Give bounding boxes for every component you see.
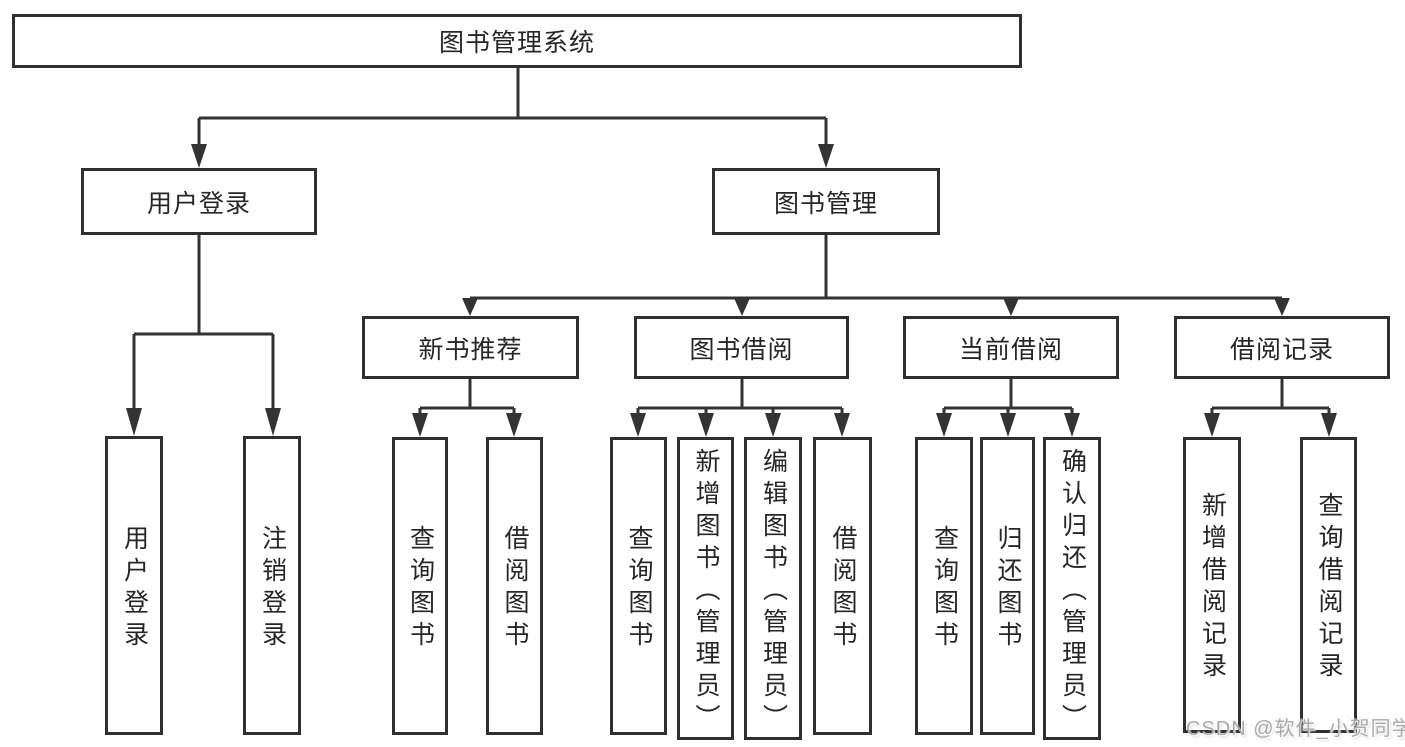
node-book-borrowing: 图书借阅	[634, 316, 849, 379]
node-new-book-recommendation: 新书推荐	[362, 316, 579, 379]
leaf-label: 查询图书	[930, 525, 959, 653]
csdn-watermark: CSDN @软件_小贺同学	[1186, 718, 1405, 740]
leaf-return-books: 归还图书	[980, 437, 1035, 735]
leaf-query-books-borrowing: 查询图书	[610, 437, 667, 735]
node-current-borrowing: 当前借阅	[903, 316, 1119, 379]
leaf-label: 查询借阅记录	[1315, 492, 1343, 684]
leaf-user-login: 用户登录	[105, 436, 163, 735]
node-library-management-system: 图书管理系统	[12, 14, 1022, 68]
leaf-label: 归还图书	[994, 525, 1022, 653]
leaf-query-books-current: 查询图书	[915, 437, 973, 735]
leaf-borrow-books-recommend: 借阅图书	[486, 437, 543, 735]
leaf-label: 借阅图书	[501, 525, 529, 653]
leaf-label: 查询图书	[406, 525, 435, 653]
leaf-label: 编辑图书（管理员）	[759, 447, 788, 736]
leaf-label: 确认归还（管理员）	[1058, 447, 1087, 736]
leaf-label: 注销登录	[258, 524, 287, 653]
leaf-label: 用户登录	[120, 524, 149, 653]
node-user-login: 用户登录	[81, 168, 317, 235]
leaf-label: 借阅图书	[829, 525, 857, 653]
leaf-logout: 注销登录	[243, 436, 301, 735]
leaf-query-books-recommend: 查询图书	[392, 437, 448, 735]
leaf-edit-book-admin: 编辑图书（管理员）	[744, 437, 802, 740]
leaf-confirm-return-admin: 确认归还（管理员）	[1043, 437, 1101, 740]
leaf-query-borrow-record: 查询借阅记录	[1300, 437, 1357, 733]
leaf-add-book-admin: 新增图书（管理员）	[677, 437, 734, 740]
leaf-add-borrow-record: 新增借阅记录	[1183, 437, 1241, 733]
leaf-borrow-books-borrowing: 借阅图书	[813, 437, 872, 735]
node-borrowing-records: 借阅记录	[1174, 316, 1390, 379]
leaf-label: 新增图书（管理员）	[692, 447, 720, 736]
leaf-label: 新增借阅记录	[1198, 492, 1227, 684]
leaf-label: 查询图书	[625, 525, 653, 653]
node-book-management: 图书管理	[712, 168, 940, 235]
